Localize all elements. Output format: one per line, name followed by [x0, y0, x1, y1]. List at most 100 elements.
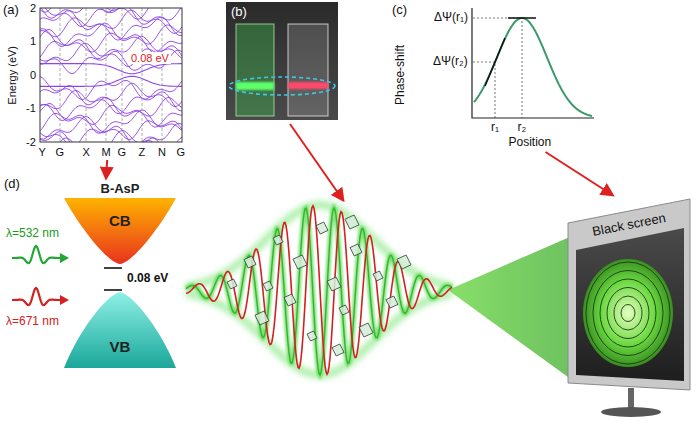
k-point: N: [158, 146, 166, 159]
gap-value: 0.08 eV: [129, 52, 171, 65]
gap-marker: [104, 268, 122, 290]
k-point: G: [56, 146, 65, 159]
light-pulses: [12, 246, 69, 305]
diffraction-ring: [586, 262, 670, 364]
black-screen: Black screen: [558, 195, 694, 395]
band-line: [40, 91, 182, 114]
tick-label: 0: [30, 69, 36, 82]
phase-curve: [474, 18, 592, 116]
flake: [293, 255, 307, 269]
diffraction-ring: [607, 288, 649, 339]
band-line: [40, 110, 182, 133]
photo-panel-text: (b): [231, 5, 247, 20]
screen-panel: [576, 228, 684, 381]
k-point: M: [102, 146, 111, 159]
axis-title: Energy (eV): [6, 45, 19, 104]
k-point: G: [118, 146, 127, 159]
flake: [273, 235, 283, 245]
pointer-arrow: [106, 160, 107, 178]
k-point: X: [83, 146, 90, 159]
band-plot: [40, 0, 182, 167]
screen-stand: [601, 388, 661, 417]
band-line: [40, 131, 182, 143]
flake: [284, 294, 296, 306]
axis-value: r₁: [491, 121, 499, 135]
panel-a-text: (a): [3, 3, 19, 18]
flake: [386, 296, 398, 308]
plot-axes: [472, 8, 594, 118]
flake: [227, 279, 237, 289]
flake: [255, 311, 269, 325]
flake: [359, 323, 373, 337]
phase-plot: [472, 8, 594, 118]
band-line: [40, 8, 182, 12]
flake: [397, 255, 411, 269]
conduction-band-text: B-AsP: [101, 182, 140, 197]
axis-value: ΔΨ(r₂): [433, 55, 468, 69]
band-shape: [64, 198, 176, 264]
tick-label: 1: [30, 35, 36, 48]
diffraction-ring: [593, 271, 663, 356]
flake: [350, 244, 362, 256]
panel-letter: (d): [4, 177, 20, 192]
k-point: Z: [139, 146, 146, 159]
band-line: [40, 76, 182, 86]
axis-title: Phase-shift: [394, 45, 408, 105]
beam: [288, 82, 328, 89]
wavelength-label: λ=671 nm: [6, 315, 59, 329]
axis-value: ΔΨ(r₁): [434, 11, 468, 25]
tick-label: -2: [26, 136, 36, 149]
flake: [263, 281, 273, 291]
photo-panel: (b): [226, 2, 338, 120]
wave-glow: [186, 208, 452, 375]
flake: [339, 305, 349, 315]
panel-c-text: (c): [392, 3, 407, 18]
diffraction-ring: [600, 279, 656, 347]
symmetry-lines: [60, 8, 162, 142]
diffraction-ring: [621, 305, 635, 322]
highlight-ellipse: [229, 77, 335, 95]
tangent-lines: [485, 18, 536, 86]
band-lines: [40, 8, 182, 142]
k-point: Y: [39, 146, 46, 159]
flake: [327, 277, 341, 291]
valence-band: VB: [62, 292, 178, 370]
wave-line: [186, 206, 452, 374]
wavelength-label: λ=532 nm: [6, 227, 59, 241]
flake: [345, 215, 359, 229]
photo: [226, 2, 338, 120]
diffraction-spot: [583, 259, 673, 367]
flake: [332, 344, 344, 356]
screen-frame: [568, 199, 690, 390]
photo-panel-shape: [226, 2, 338, 120]
beam: [236, 82, 274, 90]
band-line: [40, 97, 182, 120]
band-line: [40, 64, 182, 74]
conduction-band-text: CB: [109, 212, 131, 229]
gap-value: 0.08 eV: [127, 272, 168, 286]
flake: [373, 271, 383, 281]
tick-label: -1: [26, 102, 36, 115]
band-shape: [64, 292, 176, 368]
flake: [316, 222, 328, 234]
plot-frame: [40, 8, 182, 142]
light-cone: [448, 236, 572, 380]
valence-band-text: VB: [110, 338, 131, 355]
flake: [307, 331, 317, 341]
axis-value: r₂: [518, 121, 527, 135]
diffraction-ring: [614, 296, 642, 330]
band-line: [40, 8, 182, 19]
pointer-arrow: [290, 124, 343, 200]
pointer-arrow: [546, 152, 613, 195]
valence-band-shape: [62, 292, 178, 370]
band-line: [40, 77, 182, 100]
axis-title: Position: [509, 136, 552, 150]
conduction-band: B-AsP CB: [62, 178, 178, 266]
cuvette: [288, 24, 328, 116]
guide-lines: [473, 18, 522, 118]
flake: [244, 256, 256, 268]
tick-label: 2: [30, 2, 36, 15]
